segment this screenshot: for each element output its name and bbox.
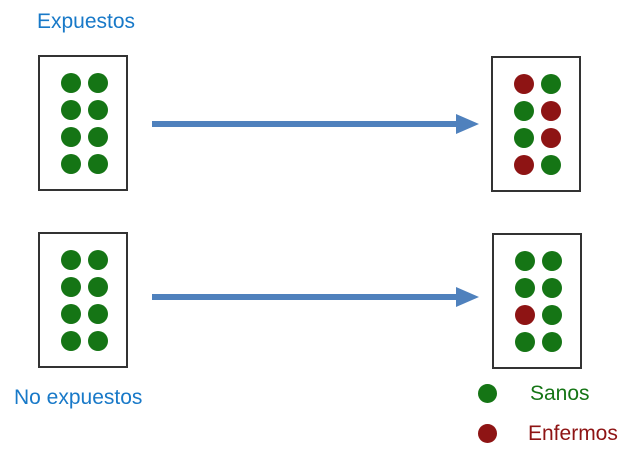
person-dot-healthy — [88, 331, 108, 351]
unexposed-before-box — [38, 232, 128, 368]
person-dot-healthy — [61, 127, 81, 147]
person-dot-healthy — [541, 155, 561, 175]
person-dot-sick — [541, 101, 561, 121]
person-dot-healthy — [515, 251, 535, 271]
legend-healthy-dot-icon — [478, 384, 497, 403]
person-dot-healthy — [61, 154, 81, 174]
person-dot-healthy — [88, 304, 108, 324]
person-dot-sick — [514, 155, 534, 175]
person-dot-healthy — [61, 100, 81, 120]
person-dot-healthy — [61, 73, 81, 93]
exposed-group-label: Expuestos — [37, 10, 136, 33]
person-dot-healthy — [542, 332, 562, 352]
legend-healthy-label: Sanos — [530, 382, 590, 405]
person-dot-healthy — [542, 278, 562, 298]
exposed-before-box — [38, 55, 128, 191]
person-dot-healthy — [88, 73, 108, 93]
person-dot-healthy — [542, 251, 562, 271]
person-dot-healthy — [88, 277, 108, 297]
legend-sick-label: Enfermos — [528, 422, 618, 445]
person-dot-healthy — [61, 277, 81, 297]
person-dot-healthy — [61, 331, 81, 351]
person-dot-healthy — [514, 128, 534, 148]
unexposed-after-box — [492, 233, 582, 369]
right-arrow-unexposed — [152, 287, 479, 307]
person-dot-healthy — [541, 74, 561, 94]
person-dot-healthy — [61, 250, 81, 270]
person-dot-healthy — [88, 154, 108, 174]
right-arrow-exposed — [152, 114, 479, 134]
person-dot-healthy — [88, 100, 108, 120]
person-dot-sick — [541, 128, 561, 148]
person-dot-healthy — [88, 127, 108, 147]
person-dot-healthy — [515, 332, 535, 352]
person-dot-sick — [515, 305, 535, 325]
person-dot-sick — [514, 74, 534, 94]
exposed-after-box — [491, 56, 581, 192]
person-dot-healthy — [514, 101, 534, 121]
person-dot-healthy — [542, 305, 562, 325]
person-dot-healthy — [88, 250, 108, 270]
unexposed-group-label: No expuestos — [14, 386, 143, 409]
legend-sick-dot-icon — [478, 424, 497, 443]
person-dot-healthy — [61, 304, 81, 324]
person-dot-healthy — [515, 278, 535, 298]
